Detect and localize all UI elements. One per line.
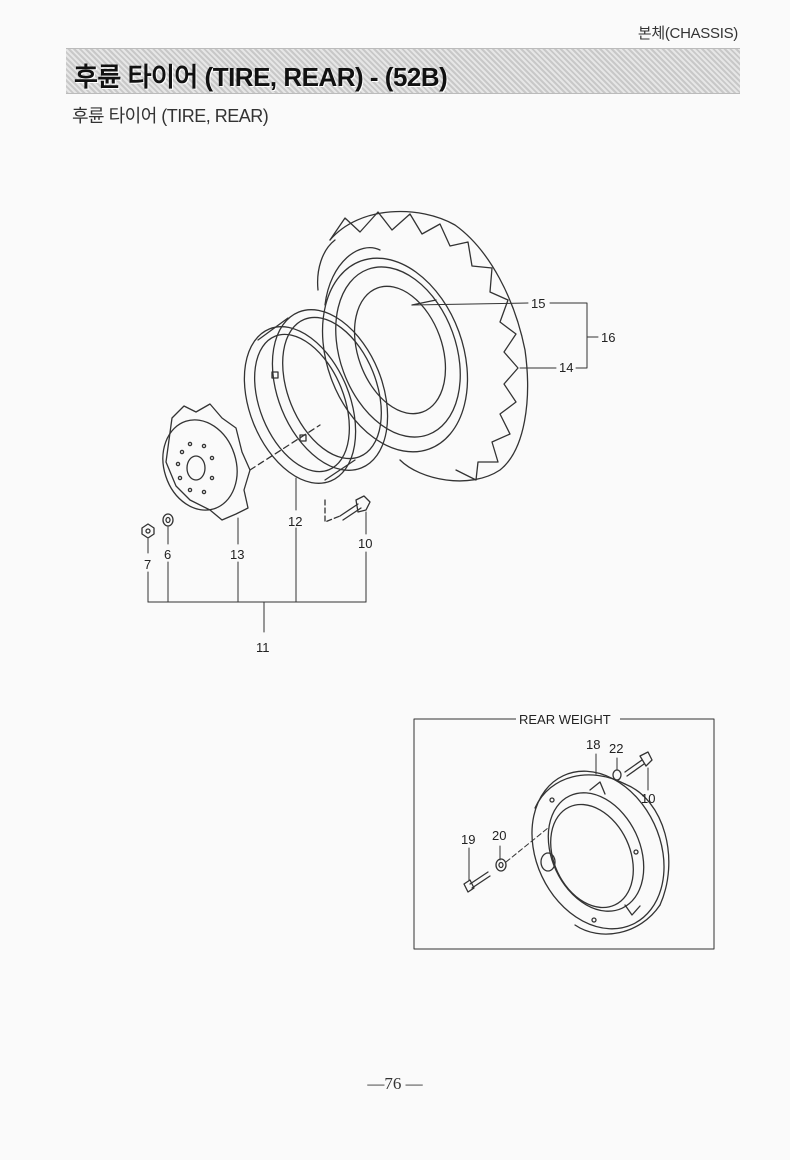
weight-label-20: 20	[492, 828, 506, 843]
part-label-7: 7	[144, 557, 151, 572]
weight-leader-lines	[468, 753, 649, 881]
leader-lines	[147, 302, 599, 633]
title-banner: 후륜 타이어 (TIRE, REAR) - (52B)	[66, 48, 740, 94]
part-label-6: 6	[164, 547, 171, 562]
nut-7	[141, 523, 155, 539]
part-label-15: 15	[531, 296, 545, 311]
rear-weight-box	[413, 718, 715, 950]
weight-label-10: 10	[641, 791, 655, 806]
washer-6	[162, 513, 174, 527]
part-label-11: 11	[256, 640, 270, 655]
part-label-10: 10	[358, 536, 372, 551]
section-header: 본체(CHASSIS)	[637, 25, 738, 42]
page-number: —76 —	[367, 1074, 423, 1093]
part-label-14: 14	[559, 360, 573, 375]
weight-label-19: 19	[461, 832, 475, 847]
rear-weight-ring	[531, 770, 670, 935]
part-label-13: 13	[230, 547, 244, 562]
washer-22	[612, 769, 622, 781]
hub-disc	[162, 403, 321, 521]
subtitle: 후륜 타이어 (TIRE, REAR)	[72, 106, 269, 126]
rear-weight-title: REAR WEIGHT	[519, 712, 611, 727]
bolt-10-weight	[624, 751, 653, 777]
page-title: 후륜 타이어 (TIRE, REAR) - (52B)	[74, 62, 448, 92]
rim	[243, 309, 389, 484]
tire	[316, 210, 529, 482]
part-label-12: 12	[288, 514, 302, 529]
bolt-19	[463, 871, 491, 893]
weight-label-22: 22	[609, 741, 623, 756]
washer-20	[495, 858, 507, 872]
weight-label-18: 18	[586, 737, 600, 752]
rear-weight-title-bg	[516, 710, 620, 728]
part-label-16: 16	[601, 330, 615, 345]
bolt-10	[324, 495, 371, 523]
